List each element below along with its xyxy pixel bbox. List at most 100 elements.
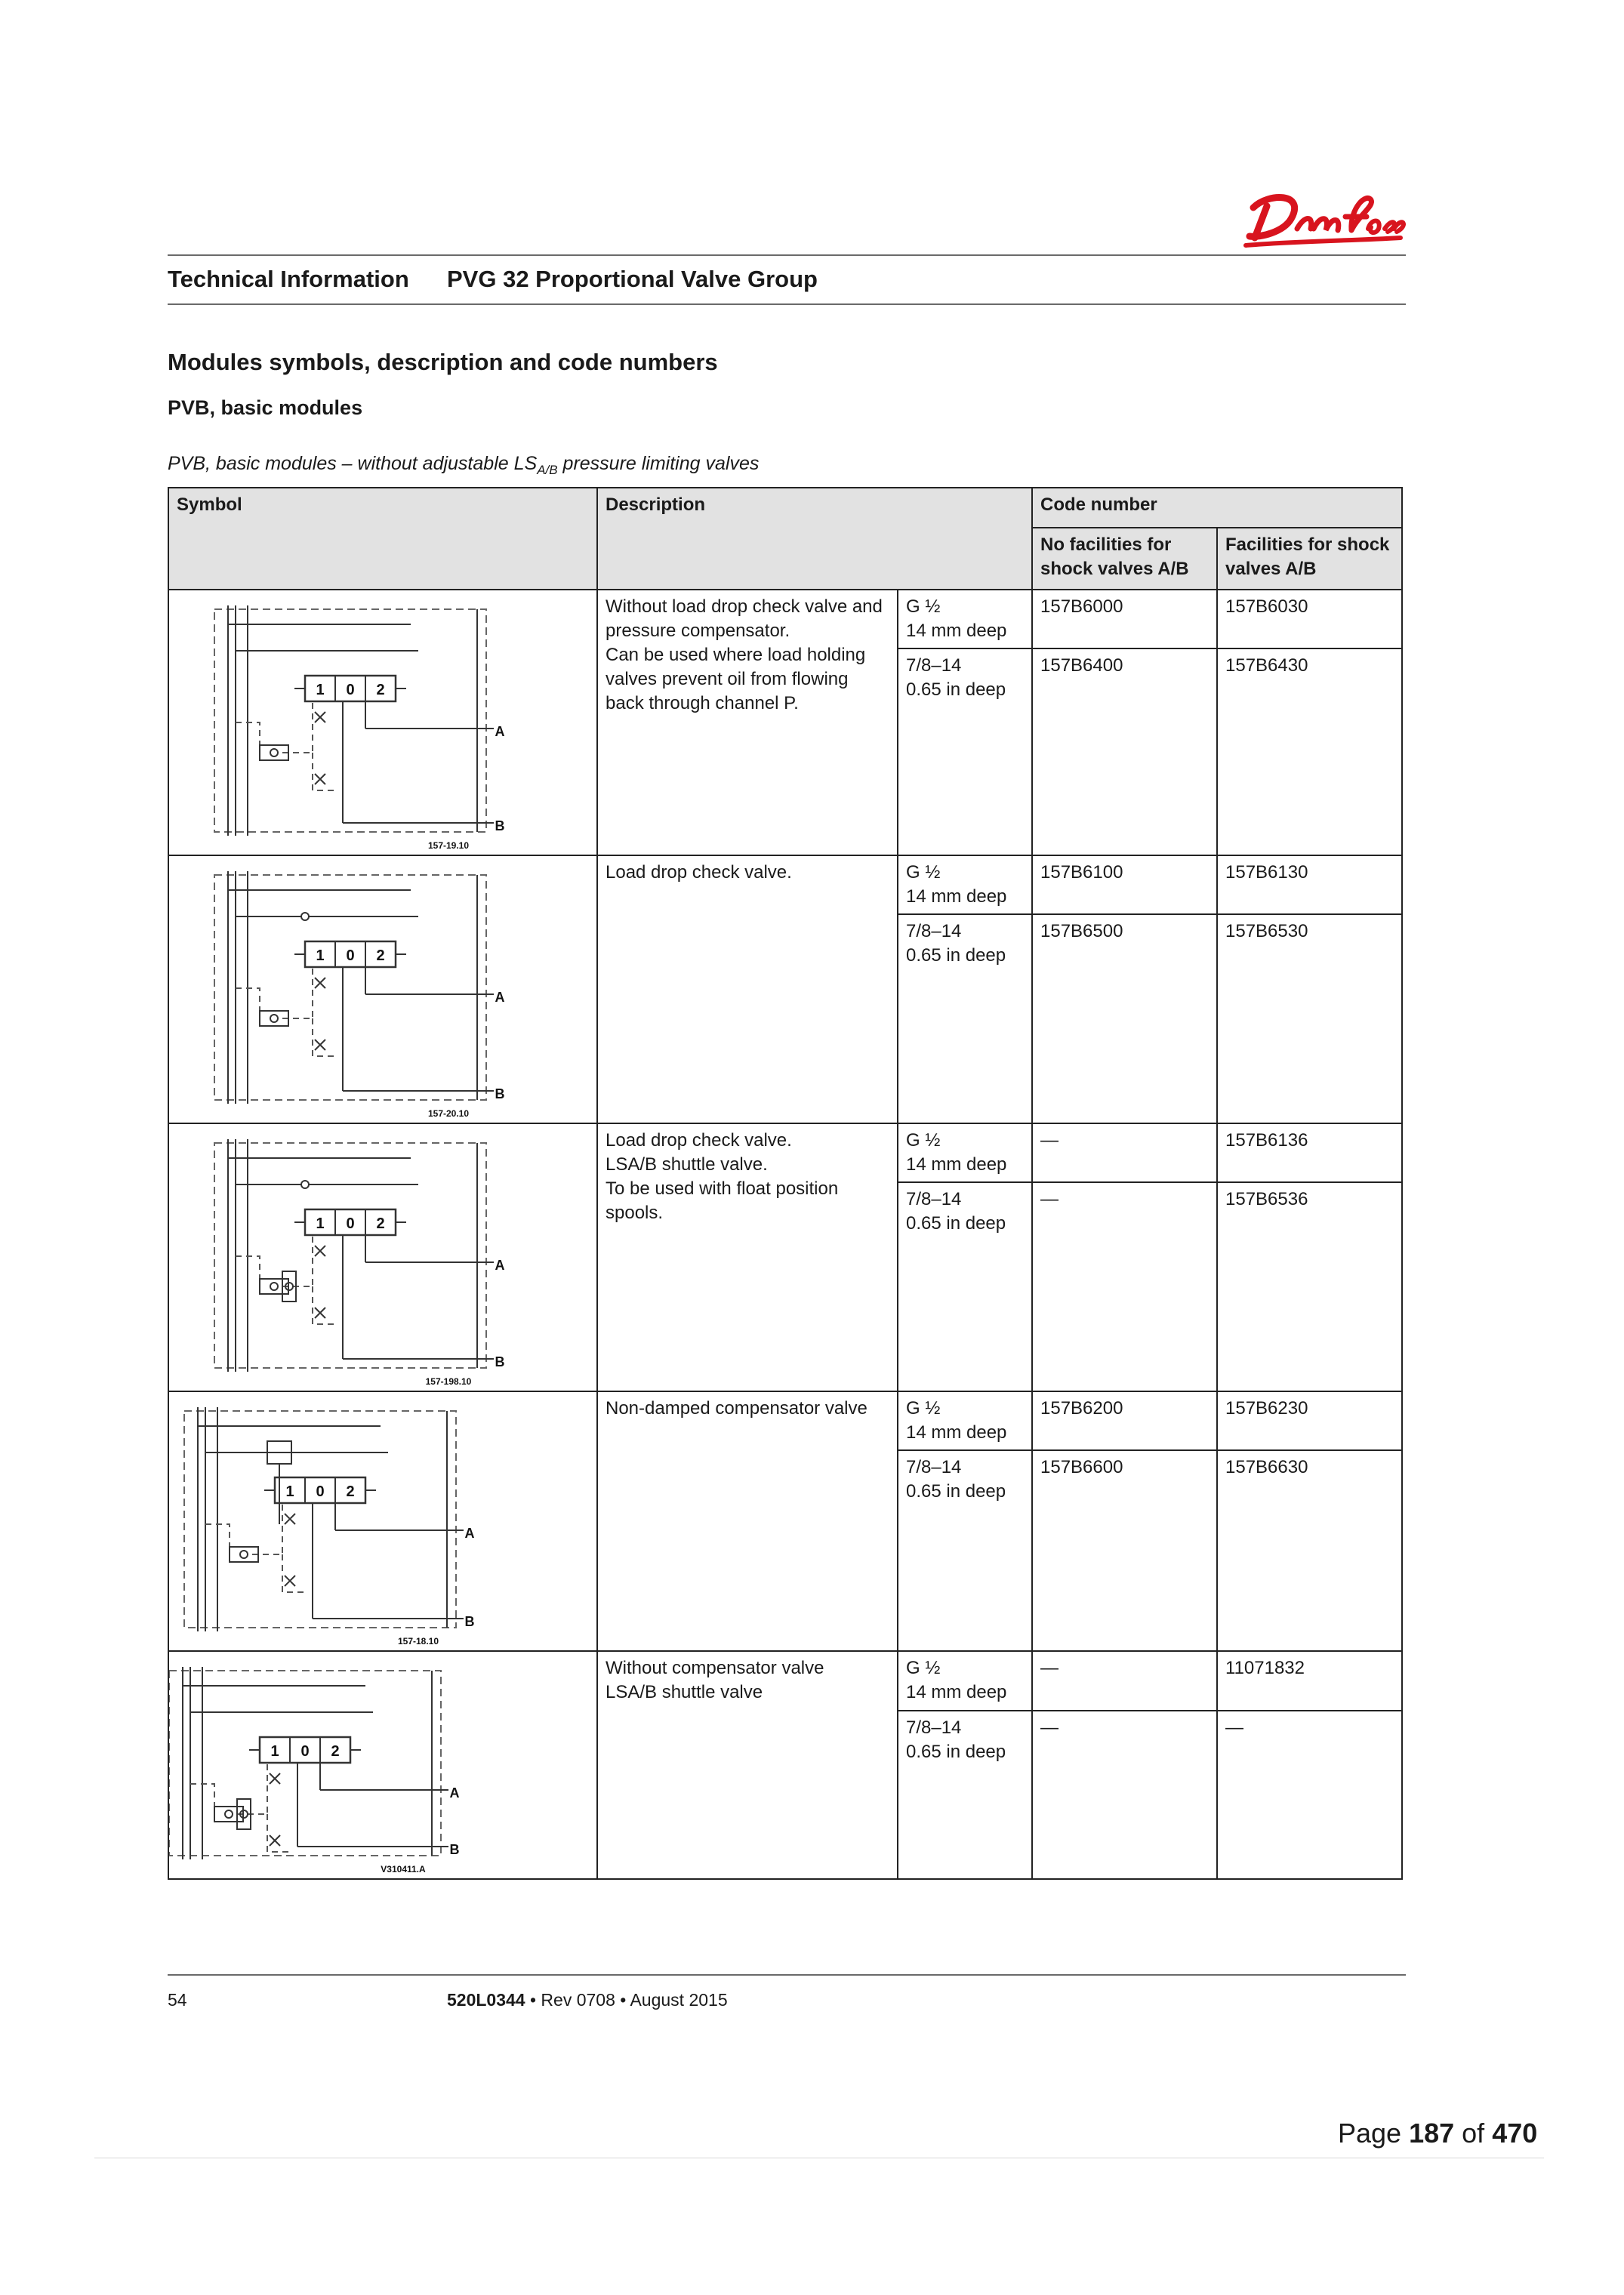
svg-text:1: 1 <box>285 1483 294 1500</box>
header-facilities: Facilities for shock valves A/B <box>1216 527 1403 590</box>
svg-text:A: A <box>450 1785 460 1801</box>
section-title: Modules symbols, description and code nu… <box>168 349 718 375</box>
code-no-facilities: 157B6600 <box>1031 1449 1218 1652</box>
header-description: Description <box>596 487 1033 590</box>
port-spec: 7/8–14 0.65 in deep <box>897 1709 1033 1881</box>
svg-text:1: 1 <box>270 1743 279 1760</box>
subsection-title: PVB, basic modules <box>168 396 363 419</box>
page-indicator: Page 187 of 470 <box>1338 2118 1538 2149</box>
port-spec: G ½ 14 mm deep <box>897 1390 1033 1452</box>
module-description: Without load drop check valve and pressu… <box>596 589 898 856</box>
module-description: Without compensator valve LSA/B shuttle … <box>596 1650 898 1880</box>
port-spec: 7/8–14 0.65 in deep <box>897 1181 1033 1392</box>
header-no-facilities: No facilities for shock valves A/B <box>1031 527 1218 590</box>
svg-text:1: 1 <box>316 1215 324 1232</box>
module-row-alt-port: 7/8–14 0.65 in deep—157B6536 <box>168 1181 1403 1392</box>
svg-text:1: 1 <box>316 682 324 698</box>
svg-text:0: 0 <box>346 1215 354 1232</box>
code-facilities: 157B6630 <box>1216 1449 1403 1652</box>
header-right-title: PVG 32 Proportional Valve Group <box>447 266 818 292</box>
footer-page-number: 54 <box>168 1990 187 2010</box>
hydraulic-schematic: 1 0 2A B 157-19.10 <box>214 605 505 851</box>
code-no-facilities: — <box>1031 1709 1218 1881</box>
code-no-facilities: — <box>1031 1650 1218 1711</box>
svg-text:A: A <box>495 990 505 1005</box>
port-spec: G ½ 14 mm deep <box>897 1650 1033 1711</box>
port-spec: G ½ 14 mm deep <box>897 588 1033 650</box>
svg-text:A: A <box>465 1526 475 1541</box>
svg-text:2: 2 <box>346 1483 354 1500</box>
code-facilities: 157B6030 <box>1216 588 1403 650</box>
module-description: Load drop check valve. LSA/B shuttle val… <box>596 1123 898 1392</box>
code-facilities: 157B6230 <box>1216 1390 1403 1452</box>
svg-text:2: 2 <box>376 947 384 964</box>
code-no-facilities: 157B6000 <box>1031 588 1218 650</box>
svg-text:2: 2 <box>331 1743 339 1760</box>
hydraulic-schematic: 1 0 2A B 157-198.10 <box>214 1139 505 1387</box>
svg-text:B: B <box>495 1086 505 1101</box>
port-spec: 7/8–14 0.65 in deep <box>897 648 1033 856</box>
svg-text:2: 2 <box>376 682 384 698</box>
svg-text:A: A <box>495 1258 505 1273</box>
port-spec: 7/8–14 0.65 in deep <box>897 1449 1033 1652</box>
svg-text:B: B <box>465 1614 475 1629</box>
danfoss-logo <box>1243 194 1406 248</box>
svg-text:B: B <box>450 1842 460 1857</box>
code-facilities: 11071832 <box>1216 1650 1403 1711</box>
module-description: Non-damped compensator valve <box>596 1391 898 1652</box>
code-no-facilities: — <box>1031 1181 1218 1392</box>
svg-text:V310411.A: V310411.A <box>381 1864 426 1875</box>
code-no-facilities: 157B6400 <box>1031 648 1218 856</box>
svg-text:0: 0 <box>346 682 354 698</box>
header-symbol: Symbol <box>168 487 598 590</box>
code-facilities: 157B6430 <box>1216 648 1403 856</box>
hydraulic-schematic: 1 0 2A B V310411.A <box>169 1667 460 1875</box>
code-facilities: — <box>1216 1709 1403 1881</box>
port-spec: G ½ 14 mm deep <box>897 854 1033 916</box>
svg-text:B: B <box>495 1354 505 1369</box>
code-facilities: 157B6536 <box>1216 1181 1403 1392</box>
header-rule-bottom <box>168 303 1406 305</box>
svg-text:157-20.10: 157-20.10 <box>428 1108 469 1119</box>
svg-text:0: 0 <box>300 1743 309 1760</box>
code-facilities: 157B6130 <box>1216 854 1403 916</box>
port-spec: 7/8–14 0.65 in deep <box>897 913 1033 1124</box>
svg-text:0: 0 <box>346 947 354 964</box>
footer-doc-info: 520L0344 • Rev 0708 • August 2015 <box>447 1990 728 2010</box>
header-left-title: Technical Information <box>168 266 409 292</box>
svg-text:157-198.10: 157-198.10 <box>426 1376 472 1387</box>
header-rule-top <box>168 254 1406 256</box>
svg-text:157-19.10: 157-19.10 <box>428 840 469 851</box>
svg-text:A: A <box>495 724 505 739</box>
svg-text:0: 0 <box>316 1483 324 1500</box>
module-description: Load drop check valve. <box>596 855 898 1124</box>
code-facilities: 157B6136 <box>1216 1122 1403 1184</box>
code-no-facilities: — <box>1031 1122 1218 1184</box>
code-no-facilities: 157B6100 <box>1031 854 1218 916</box>
svg-text:1: 1 <box>316 947 324 964</box>
code-no-facilities: 157B6200 <box>1031 1390 1218 1452</box>
svg-text:157-18.10: 157-18.10 <box>398 1636 439 1647</box>
port-spec: G ½ 14 mm deep <box>897 1122 1033 1184</box>
hydraulic-schematic: 1 0 2A B 157-18.10 <box>183 1407 475 1647</box>
module-table: Symbol Description Code number No facili… <box>168 487 1403 1881</box>
svg-text:B: B <box>495 818 505 833</box>
svg-text:2: 2 <box>376 1215 384 1232</box>
code-no-facilities: 157B6500 <box>1031 913 1218 1124</box>
module-row-alt-port: 7/8–14 0.65 in deep—— <box>168 1709 1403 1881</box>
footer-rule <box>168 1974 1406 1976</box>
code-facilities: 157B6530 <box>1216 913 1403 1124</box>
header-code-number: Code number <box>1031 487 1403 528</box>
